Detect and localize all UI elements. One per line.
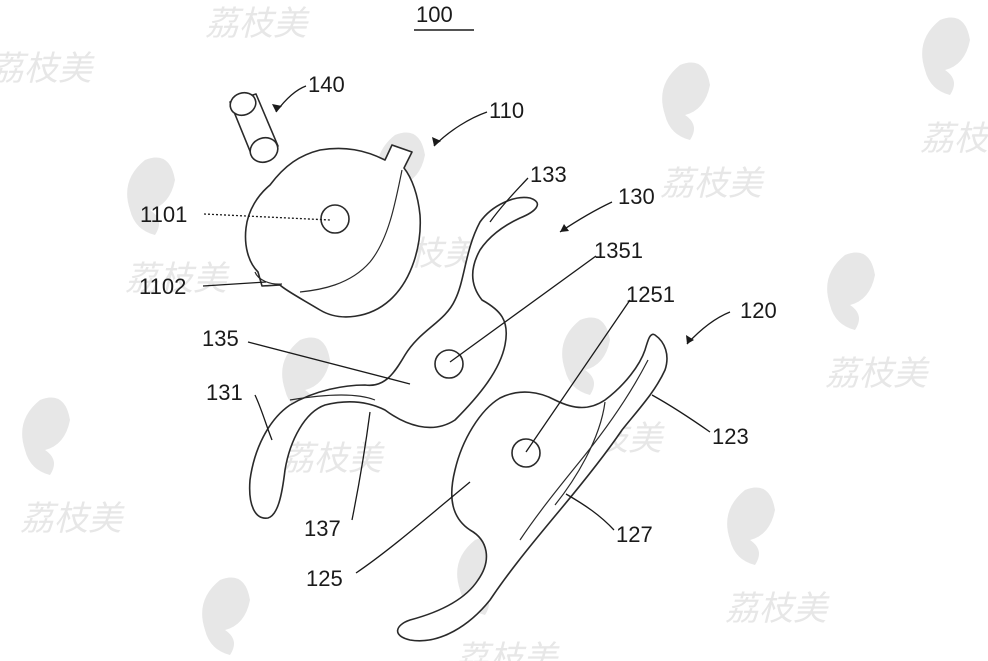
- watermark-logo: [202, 577, 250, 655]
- watermark-text: 荔枝美: [205, 4, 310, 44]
- watermark-logo: 荔枝美: [205, 4, 310, 44]
- arrowhead-120: [686, 335, 694, 344]
- leader-131: [254, 394, 273, 441]
- watermark-text: 荔枝美: [455, 639, 560, 661]
- watermark-logo: 荔枝美: [825, 252, 930, 394]
- leader-127: [565, 493, 615, 531]
- watermark-text: 荔枝美: [725, 589, 830, 629]
- label-125: 125: [306, 566, 343, 591]
- label-135: 135: [202, 326, 239, 351]
- leader-123: [651, 394, 711, 433]
- label-110: 110: [489, 98, 524, 123]
- watermark-logo: 荔枝美: [920, 17, 988, 159]
- watermark-logo: 荔枝美: [20, 397, 125, 539]
- leader-1101: [203, 213, 331, 221]
- label-131: 131: [206, 380, 243, 405]
- leader-110: [433, 111, 488, 147]
- watermark-logo: 荔枝美: [125, 157, 230, 299]
- leader-120: [686, 311, 731, 345]
- arrowhead-140: [272, 104, 282, 112]
- watermark-logo: 荔枝美: [725, 487, 830, 629]
- leader-137: [351, 411, 371, 521]
- watermark-logo: 荔枝美: [0, 49, 95, 89]
- watermark-text: 荔枝美: [0, 49, 95, 89]
- leader-1351: [449, 255, 597, 363]
- label-123: 123: [712, 424, 749, 449]
- label-1251: 1251: [626, 282, 675, 307]
- label-133: 133: [530, 162, 567, 187]
- lower-blade-120: [396, 333, 668, 642]
- leader-lines: [202, 85, 731, 574]
- label-140: 140: [308, 72, 345, 97]
- cap-part-110: [244, 144, 422, 318]
- watermark-text: 荔枝美: [660, 164, 765, 204]
- watermark-text: 荔枝美: [125, 259, 230, 299]
- figure-title: 100: [416, 2, 453, 27]
- leader-125: [355, 481, 471, 574]
- leader-130: [559, 201, 613, 233]
- watermark-text: 荔枝美: [20, 499, 125, 539]
- watermark-layer: 荔枝美 荔枝美 荔枝美 荔枝美 荔枝美 荔枝美 荔枝美 荔枝美: [0, 4, 988, 661]
- label-1101: 1101: [140, 202, 187, 227]
- labels: 140 110 1101 1102 133 130 1351 1251 120 …: [139, 72, 777, 591]
- arrowhead-110: [432, 137, 441, 146]
- watermark-logo: 荔枝美: [660, 62, 765, 204]
- leader-135: [247, 341, 411, 385]
- watermark-text: 荔枝美: [280, 439, 385, 479]
- leader-133: [489, 177, 529, 223]
- arrowhead-130: [560, 224, 569, 232]
- watermark-text: 荔枝美: [920, 119, 988, 159]
- label-1351: 1351: [594, 238, 643, 263]
- leader-1102: [202, 281, 267, 287]
- label-1102: 1102: [139, 274, 186, 299]
- leader-1251: [525, 299, 631, 453]
- watermark-text: 荔枝美: [825, 354, 930, 394]
- pin-140: [229, 91, 279, 164]
- watermark-logo: 荔枝美: [280, 337, 385, 479]
- label-137: 137: [304, 516, 341, 541]
- label-120: 120: [740, 298, 777, 323]
- label-127: 127: [616, 522, 653, 547]
- leader-140: [275, 85, 307, 113]
- label-130: 130: [618, 184, 655, 209]
